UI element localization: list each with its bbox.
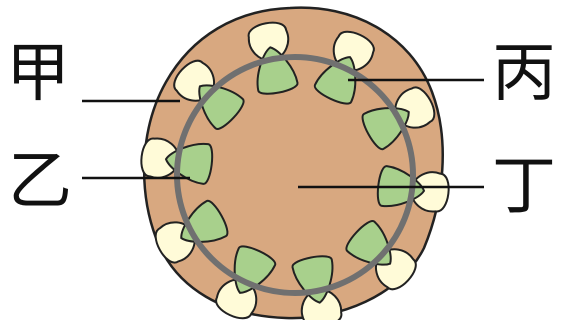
- label-bing: 丙: [492, 37, 556, 111]
- label-ding: 丁: [492, 150, 556, 224]
- label-jia: 甲: [6, 37, 70, 111]
- label-yi: 乙: [8, 145, 72, 219]
